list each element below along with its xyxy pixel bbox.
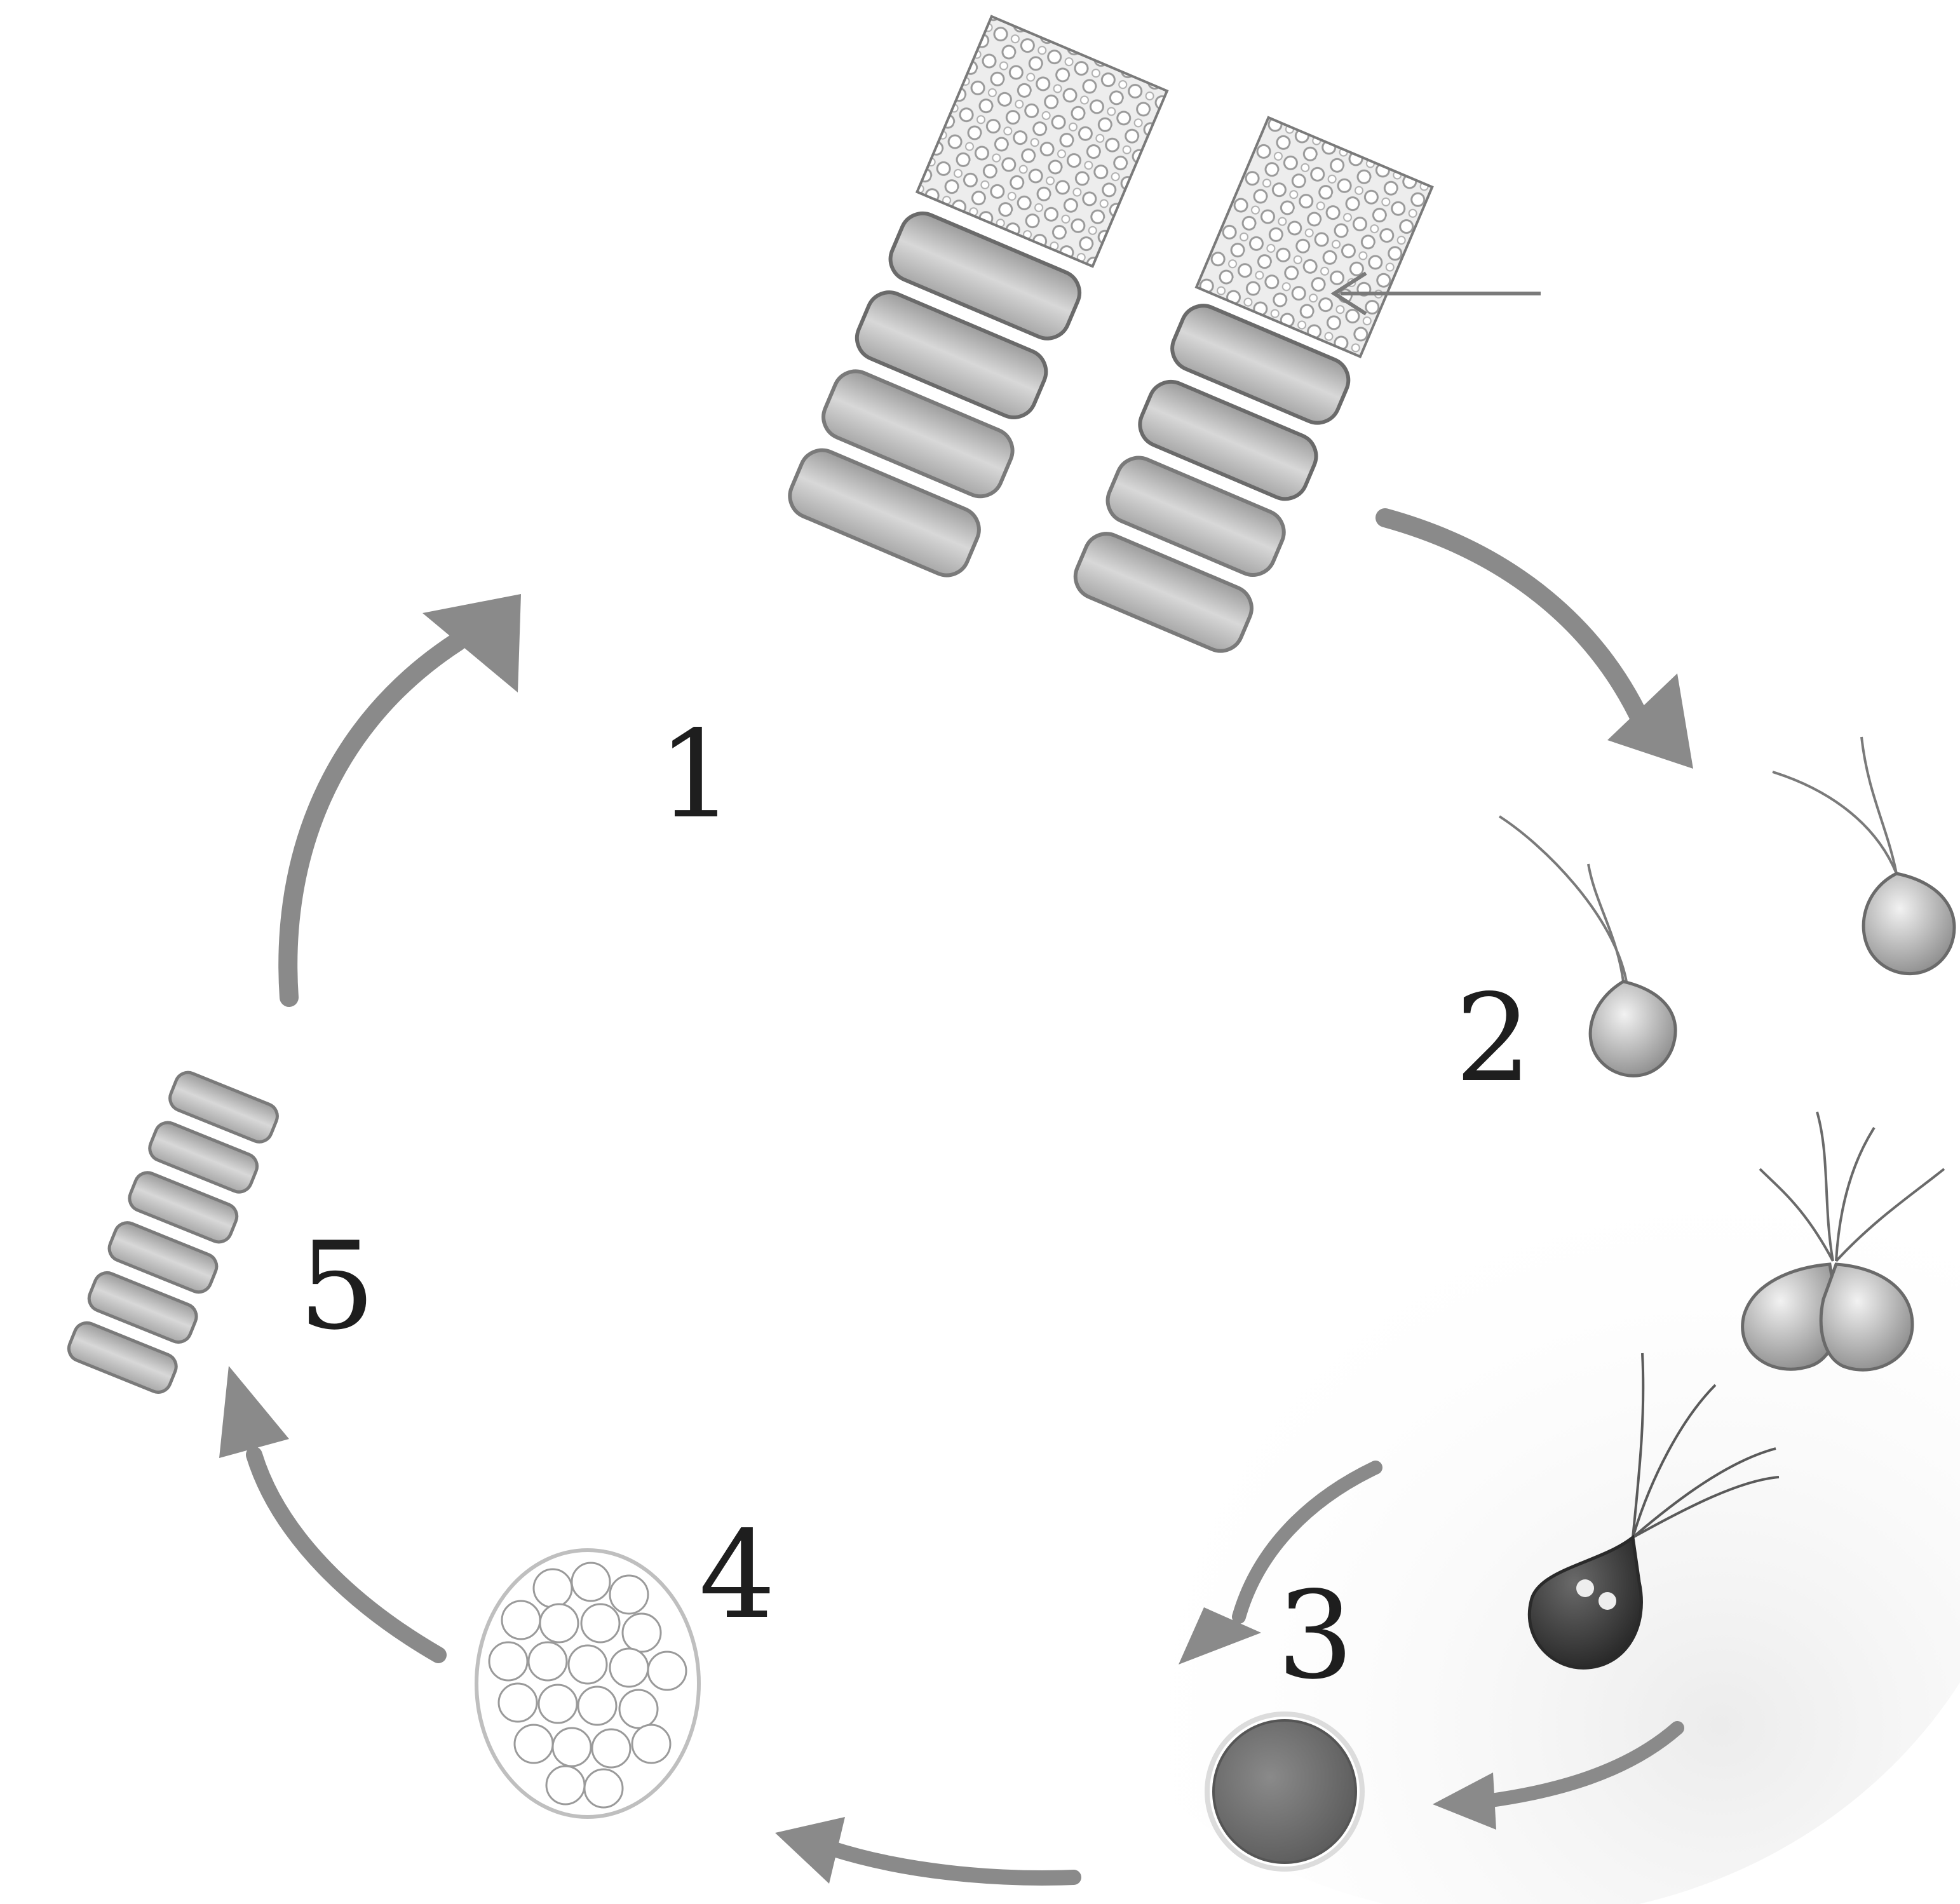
stage-label-3: 3 (1277, 1565, 1354, 1706)
stage-label-1: 1 (658, 705, 734, 845)
stage-4-sporangium (476, 1550, 699, 1817)
stage-1-filaments (783, 17, 1541, 658)
gamete (1773, 737, 1954, 974)
stage-5-young-filament (65, 1069, 281, 1396)
arrow-1-to-2 (1385, 518, 1693, 769)
stage-label-2: 2 (1455, 968, 1532, 1109)
stage-3-zygote (1207, 1714, 1362, 1869)
filament-right (1069, 118, 1432, 658)
arrow-3-to-4 (775, 1817, 1074, 1884)
arrow-5-to-1 (288, 594, 521, 997)
stage-label-5: 5 (299, 1216, 375, 1356)
nucleus (1576, 1579, 1594, 1597)
nucleus (1598, 1592, 1616, 1610)
arrow-4-to-5 (219, 1366, 438, 1655)
stage-label-4: 4 (699, 1505, 776, 1645)
